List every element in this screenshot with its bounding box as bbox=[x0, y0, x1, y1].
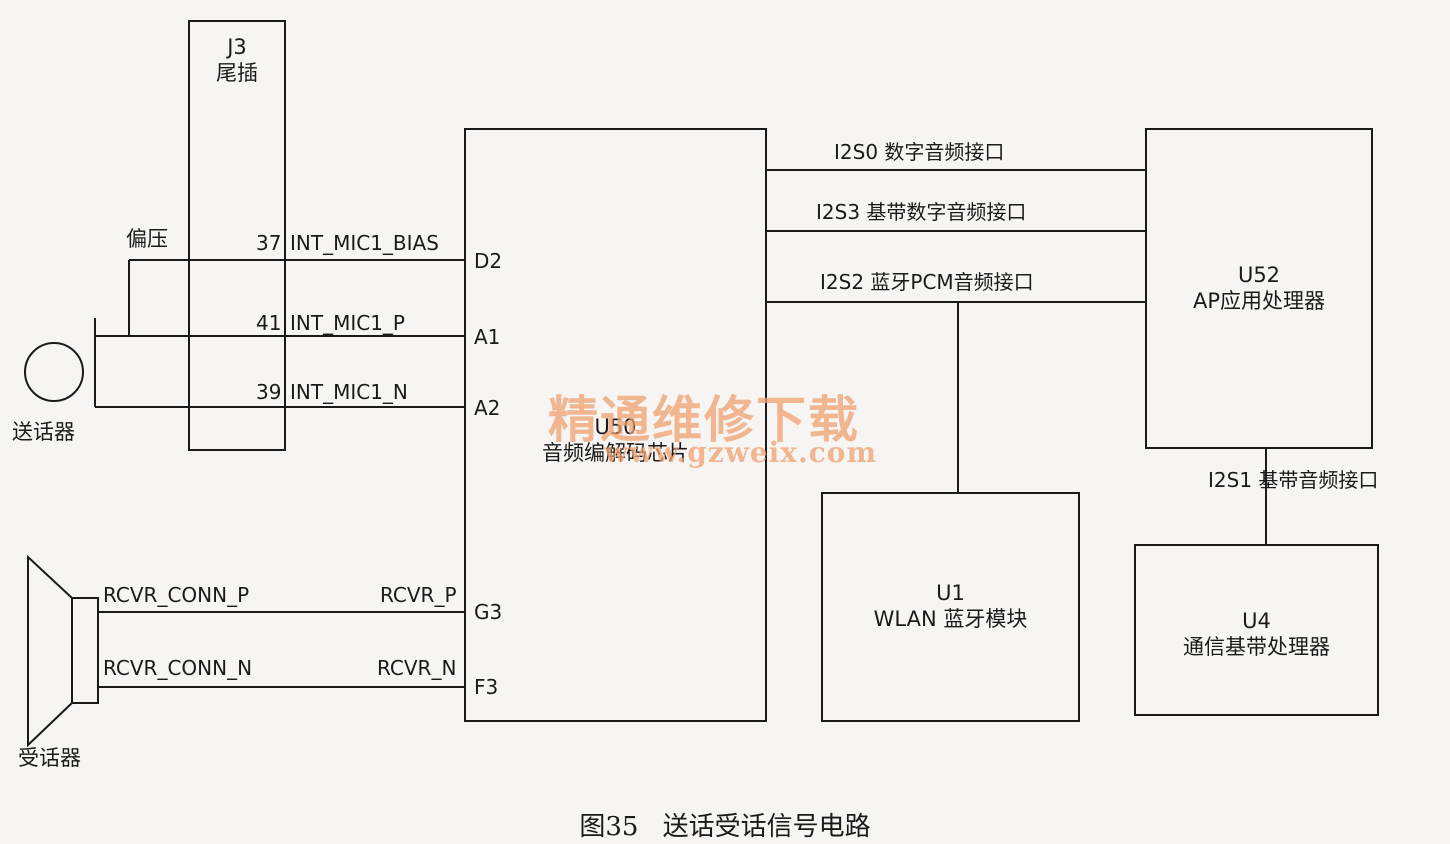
u52-ref: U52 bbox=[1237, 263, 1281, 287]
microphone-label: 送话器 bbox=[12, 420, 75, 444]
figure-number: 图35 bbox=[579, 812, 639, 842]
u1-ref: U1 bbox=[936, 581, 965, 605]
i2s0-label: I2S0 数字音频接口 bbox=[834, 140, 1005, 164]
i2s3-label: I2S3 基带数字音频接口 bbox=[816, 200, 1027, 224]
u50-codec-box bbox=[464, 128, 767, 722]
u4-baseband-box bbox=[1134, 544, 1379, 716]
u50-pin-d2: D2 bbox=[474, 249, 503, 273]
receiver-label: 受话器 bbox=[18, 746, 81, 770]
mic-p-pin-number: 41 bbox=[256, 311, 282, 335]
u4-ref: U4 bbox=[1242, 609, 1271, 633]
receiver-body bbox=[71, 597, 99, 704]
u1-label: U1 WLAN 蓝牙模块 bbox=[822, 580, 1079, 633]
u50-name: 音频编解码芯片 bbox=[542, 441, 689, 466]
i2s1-label: I2S1 基带音频接口 bbox=[1208, 468, 1379, 492]
bias-label: 偏压 bbox=[126, 227, 168, 251]
rcvr-n-label: RCVR_N bbox=[377, 656, 457, 680]
j3-connector-box bbox=[188, 20, 286, 451]
u50-pin-f3: F3 bbox=[474, 675, 499, 699]
watermark-url: www.gzweix.com bbox=[604, 436, 878, 469]
figure-caption: 图35 送话受话信号电路 bbox=[0, 806, 1450, 843]
u4-name: 通信基带处理器 bbox=[1183, 635, 1330, 660]
j3-ref: J3 bbox=[227, 35, 247, 59]
u4-label: U4 通信基带处理器 bbox=[1135, 608, 1378, 661]
mic-n-net-name: INT_MIC1_N bbox=[290, 380, 408, 404]
bias-pin-number: 37 bbox=[256, 231, 282, 255]
u50-pin-a2: A2 bbox=[474, 396, 501, 420]
u50-pin-a1: A1 bbox=[474, 325, 501, 349]
rcvr-conn-p-label: RCVR_CONN_P bbox=[103, 583, 250, 607]
rcvr-p-label: RCVR_P bbox=[380, 583, 457, 607]
u50-pin-g3: G3 bbox=[474, 600, 503, 624]
bias-net-name: INT_MIC1_BIAS bbox=[290, 231, 439, 255]
figure-title: 送话受话信号电路 bbox=[662, 812, 871, 842]
i2s2-label: I2S2 蓝牙PCM音频接口 bbox=[820, 270, 1034, 294]
mic-p-net-name: INT_MIC1_P bbox=[290, 311, 405, 335]
u52-label: U52 AP应用处理器 bbox=[1146, 262, 1372, 315]
u52-name: AP应用处理器 bbox=[1192, 289, 1326, 314]
rcvr-conn-n-label: RCVR_CONN_N bbox=[103, 656, 253, 680]
receiver-cone bbox=[27, 554, 73, 748]
u1-wlan-box bbox=[821, 492, 1080, 722]
j3-label: J3 尾插 bbox=[189, 34, 285, 87]
watermark-title: 精通维修下载 bbox=[548, 390, 860, 449]
mic-n-pin-number: 39 bbox=[256, 380, 282, 404]
u1-name: WLAN 蓝牙模块 bbox=[873, 607, 1028, 632]
u52-ap-box bbox=[1145, 128, 1373, 449]
u50-ref: U50 bbox=[594, 415, 637, 439]
microphone-symbol bbox=[24, 342, 84, 402]
u50-label: U50 音频编解码芯片 bbox=[465, 414, 766, 467]
j3-name: 尾插 bbox=[216, 61, 258, 86]
